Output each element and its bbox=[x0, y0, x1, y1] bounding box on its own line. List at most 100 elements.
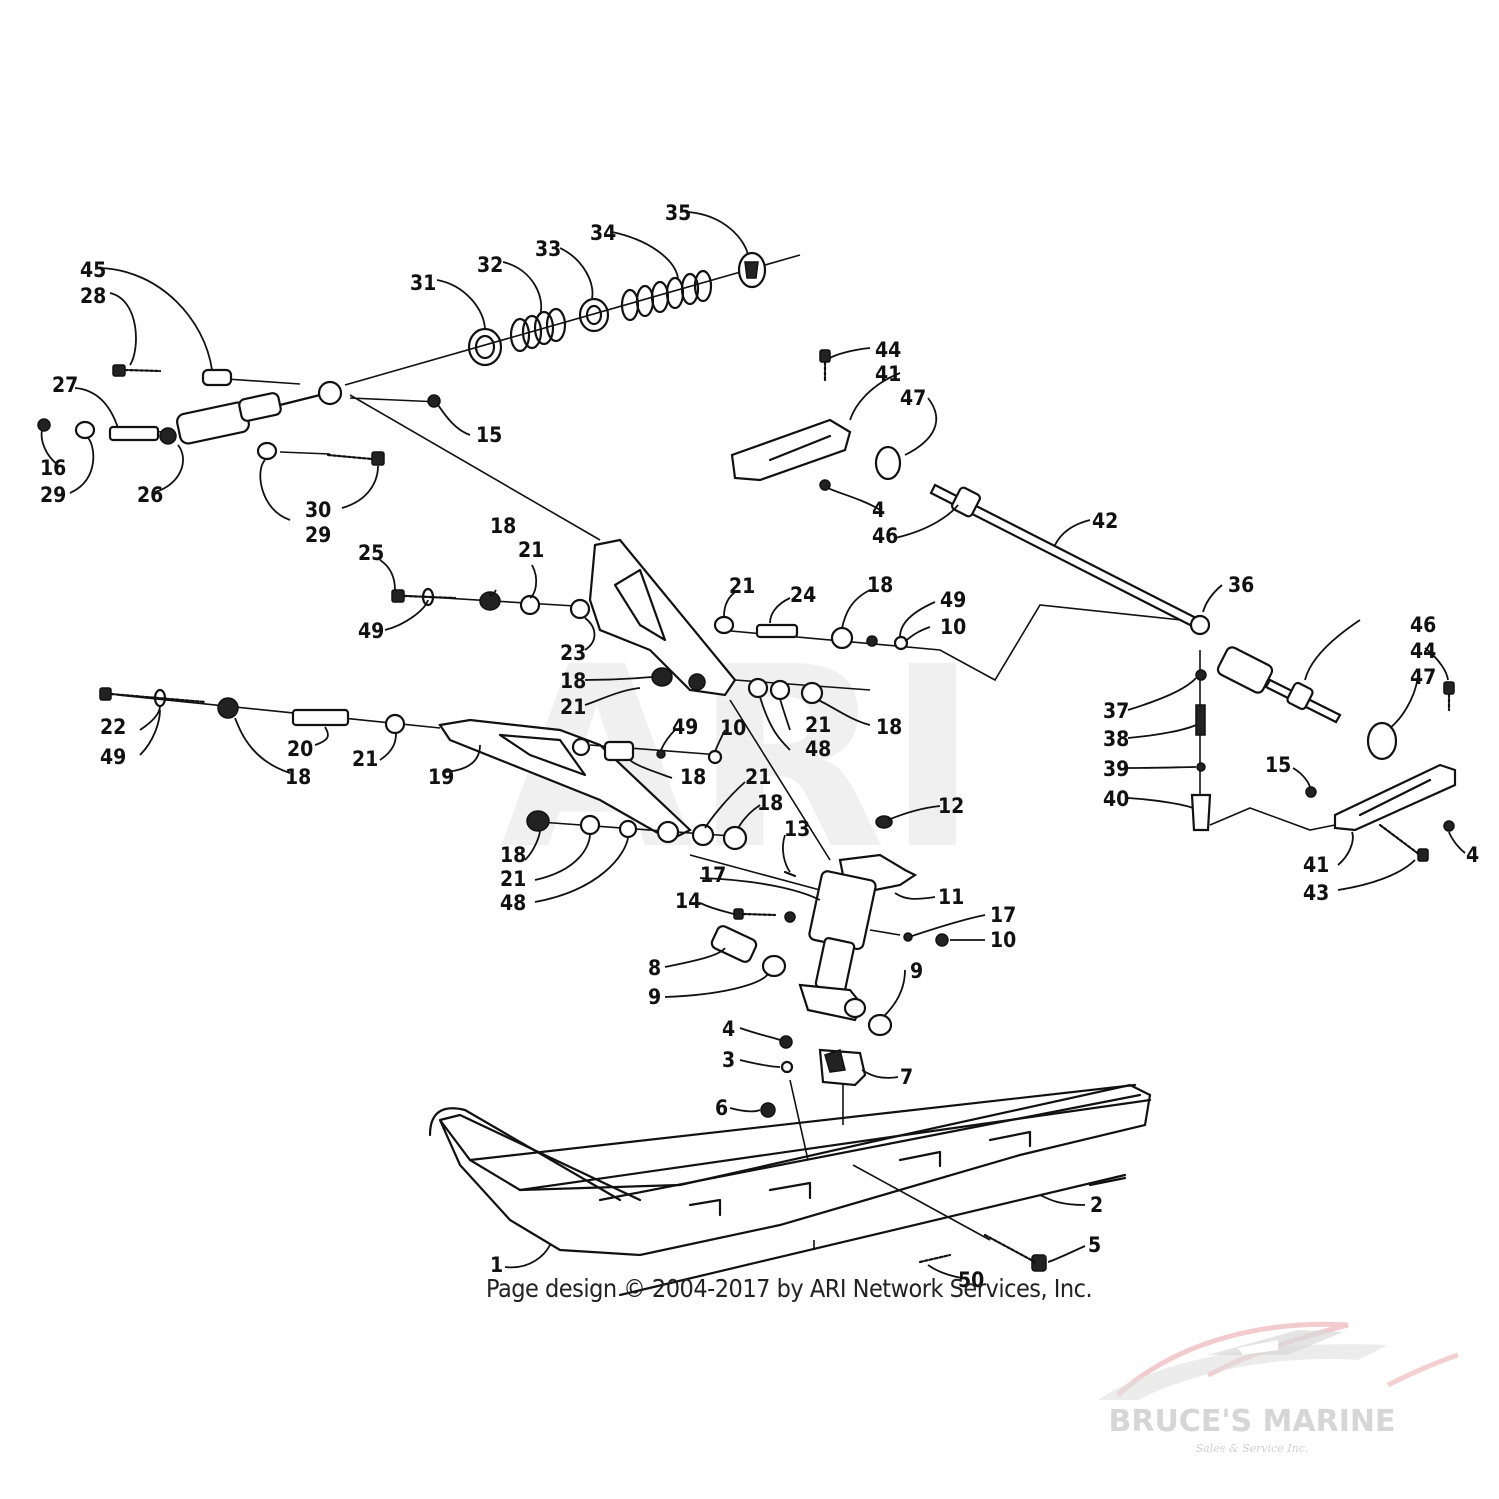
upper-a-arm-23 bbox=[391, 538, 1201, 861]
nut-4 bbox=[779, 1035, 793, 1049]
callout-label: 40 bbox=[1103, 787, 1129, 811]
bushing-29 bbox=[256, 441, 278, 461]
bolt-30 bbox=[326, 451, 385, 466]
brand-tagline: Sales & Service Inc. bbox=[1195, 1442, 1309, 1455]
callout-label: 36 bbox=[1228, 573, 1254, 597]
callout-label: 2 bbox=[1090, 1193, 1103, 1217]
callout-label: 50 bbox=[958, 1268, 984, 1292]
bushing-9-left bbox=[761, 954, 787, 978]
callout-label: 44 bbox=[1410, 639, 1436, 663]
callout-label: 4 bbox=[1466, 843, 1479, 867]
callout-label: 41 bbox=[1303, 853, 1329, 877]
callout-label: 30 bbox=[305, 498, 331, 522]
callout-label: 49 bbox=[672, 715, 698, 739]
bushing-47-lower bbox=[1366, 721, 1398, 761]
callout-label: 27 bbox=[52, 373, 78, 397]
nut-6 bbox=[760, 1102, 776, 1118]
bushing-9-right bbox=[867, 1013, 893, 1037]
sleeve-8 bbox=[710, 925, 758, 963]
callout-label: 28 bbox=[80, 284, 106, 308]
callout-label: 49 bbox=[100, 745, 126, 769]
callout-label: 11 bbox=[938, 885, 964, 909]
callout-label: 17 bbox=[990, 903, 1016, 927]
callout-label: 18 bbox=[680, 765, 706, 789]
cap-12 bbox=[875, 815, 893, 829]
leader-lines bbox=[40, 211, 1466, 1279]
bolt-5 bbox=[1031, 1254, 1047, 1272]
spring-34 bbox=[620, 269, 713, 322]
callout-label: 23 bbox=[560, 641, 586, 665]
shock-absorber-assembly bbox=[37, 251, 801, 541]
brand-name: BRUCE'S MARINE bbox=[1108, 1404, 1396, 1439]
callout-label: 44 bbox=[875, 338, 901, 362]
callout-label: 21 bbox=[500, 867, 526, 891]
callout-label: 18 bbox=[490, 514, 516, 538]
callout-label: 7 bbox=[900, 1065, 913, 1089]
callout-label: 21 bbox=[729, 574, 755, 598]
bushing-47-upper bbox=[874, 445, 902, 481]
callout-label: 43 bbox=[1303, 881, 1329, 905]
callout-label: 35 bbox=[665, 201, 691, 225]
callout-label: 17 bbox=[700, 863, 726, 887]
callout-label: 1 bbox=[490, 1253, 503, 1277]
callout-label: 24 bbox=[790, 583, 816, 607]
callout-label: 14 bbox=[675, 889, 701, 913]
callout-label: 4 bbox=[722, 1017, 735, 1041]
callout-label: 48 bbox=[805, 737, 831, 761]
ring-31 bbox=[467, 327, 503, 367]
callout-label: 46 bbox=[1410, 613, 1436, 637]
bolt-28 bbox=[112, 364, 162, 377]
callout-label: 49 bbox=[358, 619, 384, 643]
callout-label: 37 bbox=[1103, 699, 1129, 723]
callout-label: 47 bbox=[1410, 665, 1436, 689]
callout-label: 21 bbox=[805, 713, 831, 737]
callout-label: 10 bbox=[720, 716, 746, 740]
washer-29 bbox=[74, 420, 96, 440]
copyright-notice: Page design © 2004-2017 by ARI Network S… bbox=[486, 1274, 1093, 1303]
callout-labels: 1 2 3 4 4 4 4 5 6 7 8 9 9 10 10 10 11 12… bbox=[40, 201, 1479, 1292]
callout-label: 39 bbox=[1103, 757, 1129, 781]
callout-label: 10 bbox=[940, 615, 966, 639]
callout-label: 49 bbox=[940, 588, 966, 612]
callout-label: 18 bbox=[285, 765, 311, 789]
callout-label: 47 bbox=[900, 386, 926, 410]
callout-label: 4 bbox=[872, 498, 885, 522]
callout-label: 41 bbox=[875, 362, 901, 386]
shock-body-26 bbox=[159, 380, 343, 445]
callout-label: 15 bbox=[1265, 753, 1291, 777]
bolt-14 bbox=[733, 908, 744, 920]
washer-33 bbox=[578, 297, 610, 333]
ski-1 bbox=[428, 1035, 1152, 1297]
callout-label: 48 bbox=[500, 891, 526, 915]
callout-label: 21 bbox=[745, 765, 771, 789]
callout-label: 46 bbox=[872, 524, 898, 548]
nut-16 bbox=[37, 418, 51, 432]
callout-label: 18 bbox=[757, 791, 783, 815]
steering-linkage bbox=[730, 349, 1457, 862]
callout-label: 19 bbox=[428, 765, 454, 789]
callout-label: 26 bbox=[137, 483, 163, 507]
callout-label: 21 bbox=[518, 538, 544, 562]
callout-label: 12 bbox=[938, 794, 964, 818]
spindle-assembly bbox=[710, 815, 949, 1037]
callout-label: 21 bbox=[352, 747, 378, 771]
callout-label: 5 bbox=[1088, 1233, 1101, 1257]
callout-label: 34 bbox=[590, 221, 616, 245]
callout-label: 42 bbox=[1092, 509, 1118, 533]
callout-label: 29 bbox=[40, 483, 66, 507]
callout-label: 8 bbox=[648, 956, 661, 980]
callout-label: 21 bbox=[560, 695, 586, 719]
callout-label: 9 bbox=[648, 985, 661, 1009]
callout-label: 32 bbox=[477, 253, 503, 277]
lower-a-arm-19 bbox=[99, 687, 821, 891]
callout-label: 13 bbox=[784, 817, 810, 841]
sleeve-27 bbox=[108, 425, 160, 442]
callout-label: 45 bbox=[80, 258, 106, 282]
callout-label: 9 bbox=[910, 959, 923, 983]
bushing-45 bbox=[201, 368, 233, 387]
callout-label: 18 bbox=[560, 669, 586, 693]
callout-label: 33 bbox=[535, 237, 561, 261]
callout-label: 3 bbox=[722, 1048, 735, 1072]
callout-label: 31 bbox=[410, 271, 436, 295]
